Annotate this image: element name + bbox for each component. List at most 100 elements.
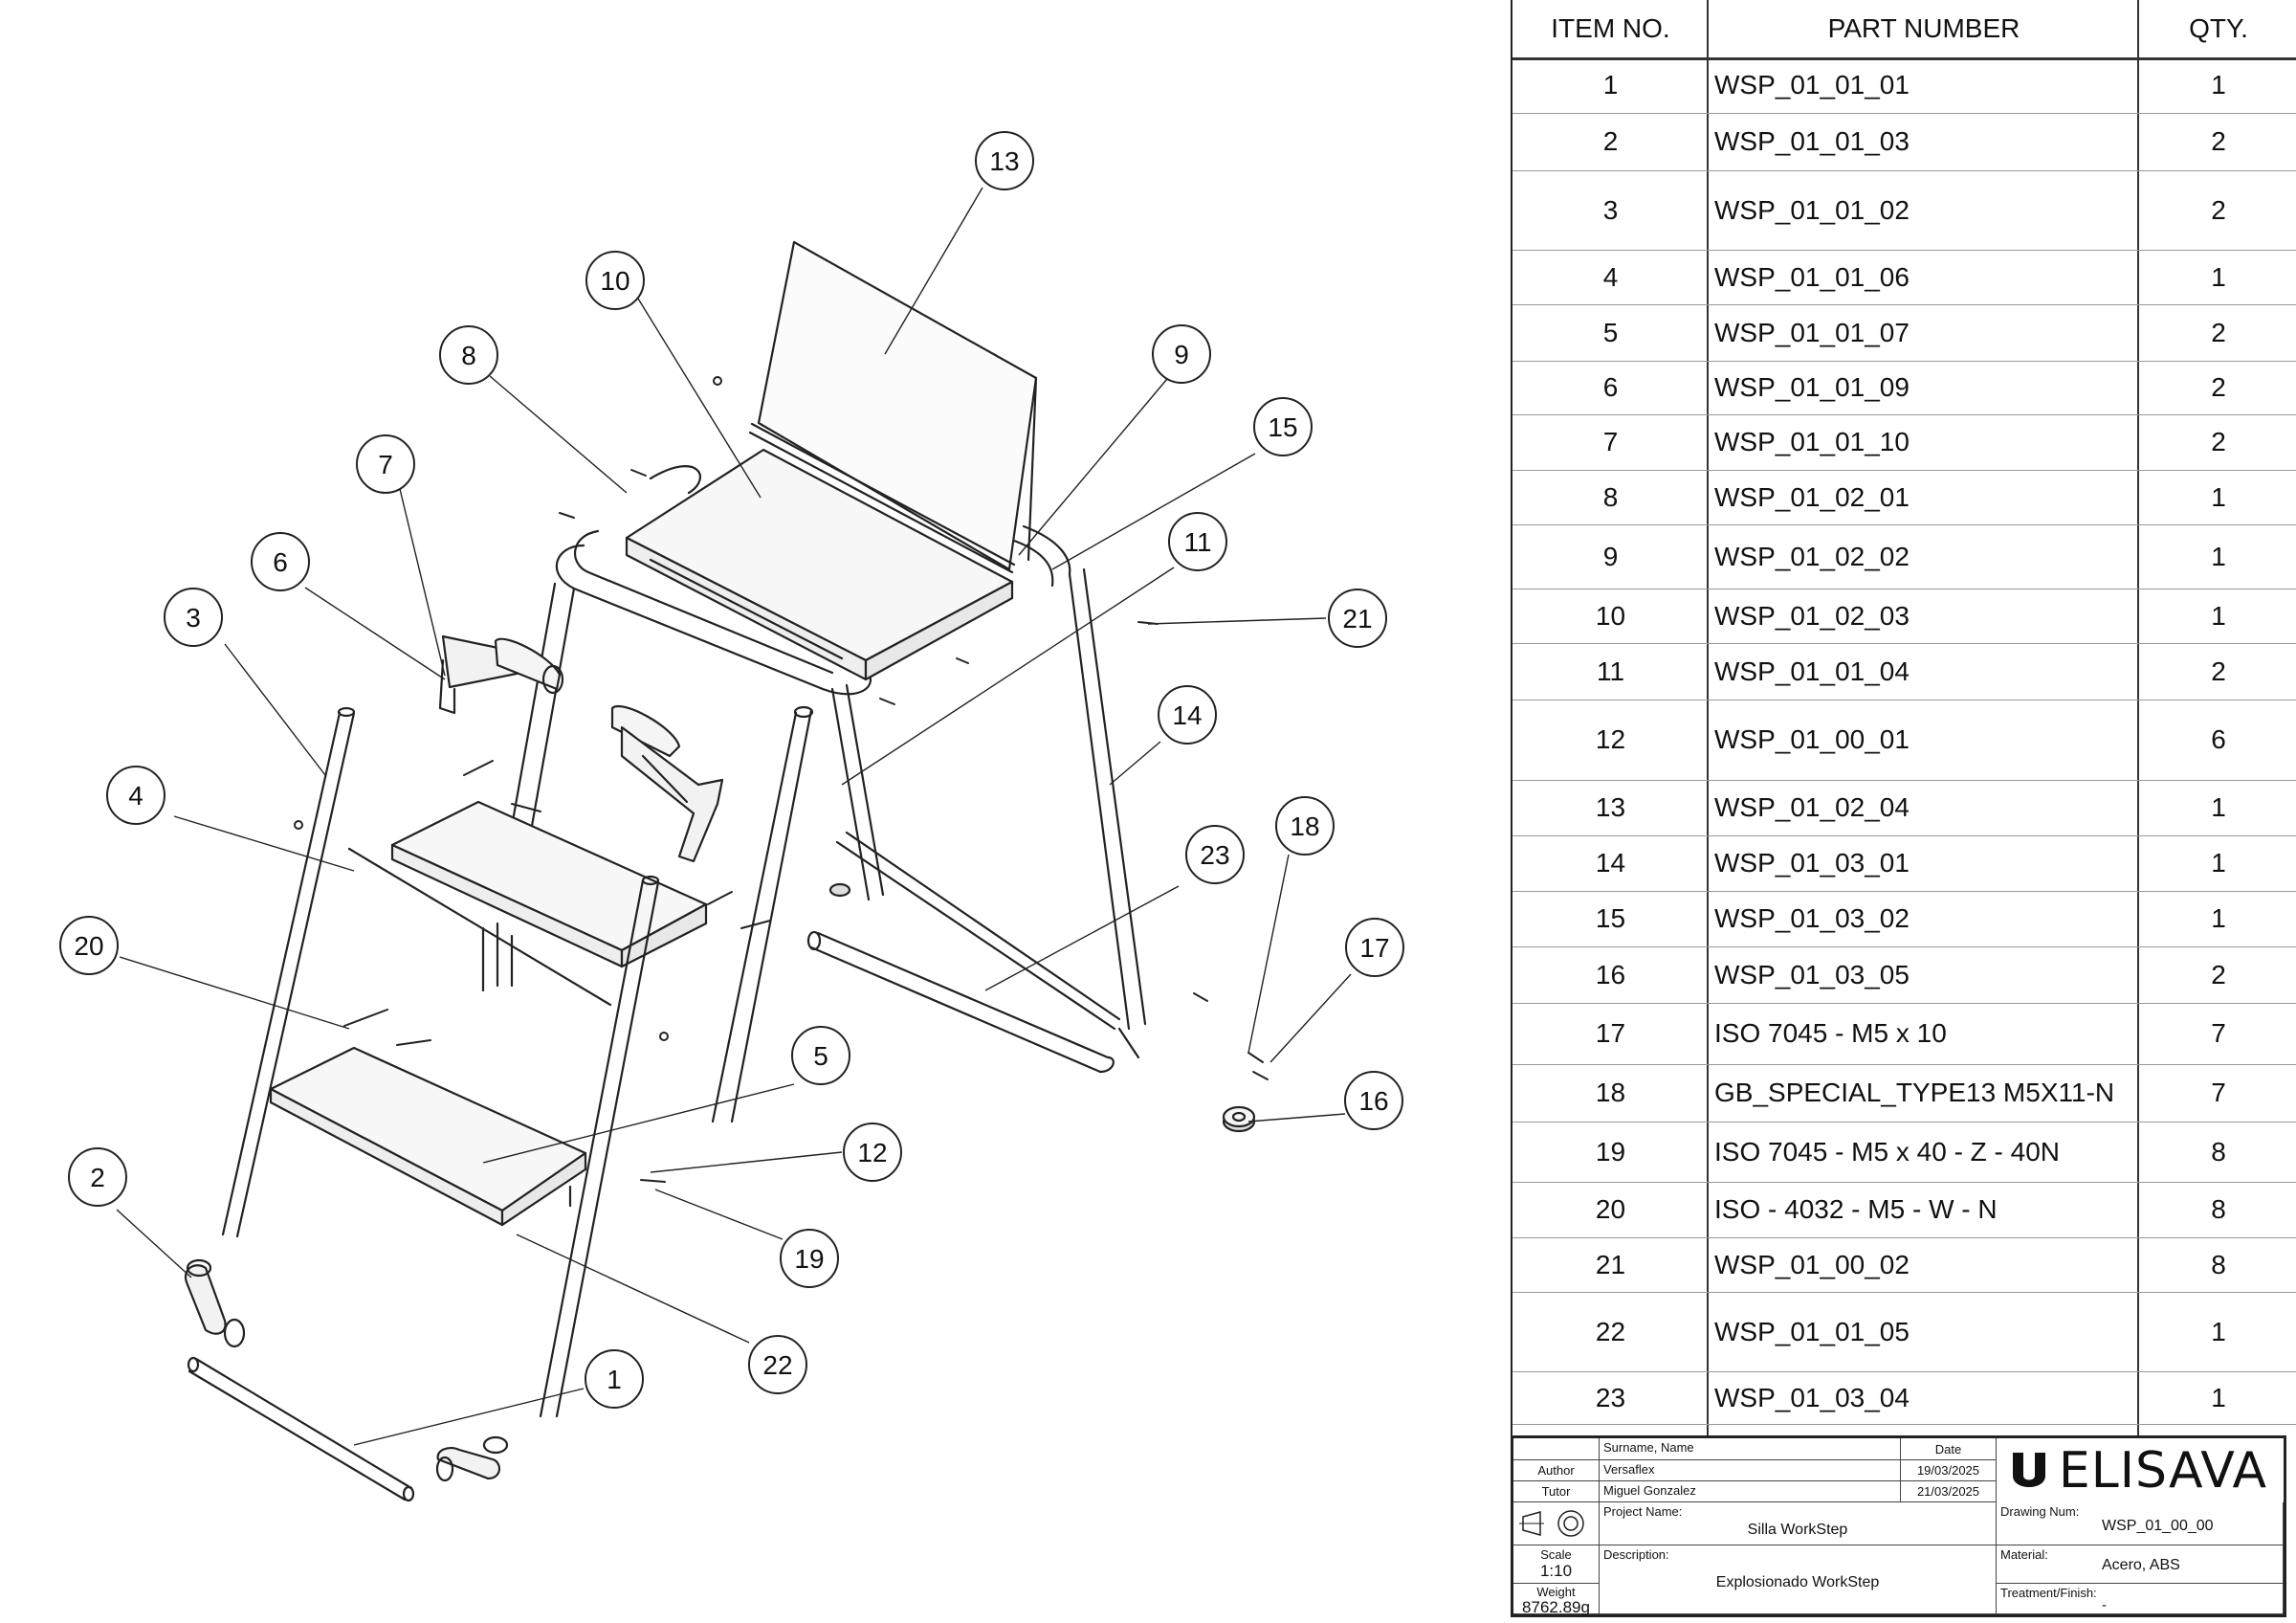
tb-description-cell: Description: Explosionado WorkStep <box>1600 1545 1997 1614</box>
bom-row: 6 WSP_01_01_09 2 <box>1512 361 2296 415</box>
bom-qty: 7 <box>2211 1078 2226 1107</box>
balloon-label: 19 <box>794 1244 824 1274</box>
bom-row: 21 WSP_01_00_02 8 <box>1512 1237 2296 1293</box>
bom-part-number: ISO 7045 - M5 x 40 - Z - 40N <box>1714 1136 2061 1167</box>
bom-part-number: ISO - 4032 - M5 - W - N <box>1714 1194 1998 1224</box>
balloon-label: 5 <box>813 1041 828 1071</box>
bom-qty: 1 <box>2211 903 2226 933</box>
bom-part-number: WSP_01_03_05 <box>1714 959 1910 989</box>
balloon-label: 1 <box>607 1365 622 1394</box>
balloon-label: 22 <box>762 1350 792 1380</box>
bom-qty: 2 <box>2211 656 2226 686</box>
bom-item-no: 21 <box>1595 1249 1626 1279</box>
bom-qty: 1 <box>2211 792 2226 822</box>
bom-item-no: 4 <box>1602 261 1619 292</box>
bom-qty: 8 <box>2211 1249 2226 1279</box>
title-block: Surname, Name Date Author Versaflex 19/0… <box>1511 1435 2286 1617</box>
balloon-circle <box>1158 685 1217 745</box>
tb-author-date: 19/03/2025 <box>1901 1460 1997 1481</box>
tb-project-label: Project Name: <box>1603 1504 1683 1519</box>
balloon-label: 17 <box>1359 933 1389 963</box>
tb-description-label: Description: <box>1603 1547 1669 1562</box>
bom-qty: 1 <box>2211 600 2226 631</box>
part-backrest-panel <box>748 240 1038 574</box>
bom-item-no: 5 <box>1602 317 1619 347</box>
bom-qty: 2 <box>2211 194 2226 225</box>
balloon-circle <box>1345 918 1404 977</box>
bom-item-no: 16 <box>1595 959 1626 989</box>
bom-item-no: 8 <box>1602 481 1619 512</box>
bom-part-number: WSP_01_01_02 <box>1714 194 1910 225</box>
bom-item-no: 2 <box>1602 126 1619 156</box>
tb-date-header: Date <box>1901 1438 1997 1460</box>
balloon-label: 4 <box>128 781 144 811</box>
balloon-label: 23 <box>1200 840 1229 870</box>
bom-item-no: 13 <box>1595 792 1626 822</box>
balloon-circle <box>975 131 1034 190</box>
bom-qty: 1 <box>2211 70 2226 100</box>
balloon-label: 14 <box>1172 700 1202 730</box>
balloon-circle <box>1253 397 1313 456</box>
bom-qty: 2 <box>2211 959 2226 989</box>
bom-item-no: 14 <box>1595 848 1626 878</box>
bom-part-number: ISO 7045 - M5 x 10 <box>1714 1018 1947 1048</box>
balloon-circle <box>780 1229 839 1288</box>
balloon-callout: 6 <box>251 532 310 591</box>
bom-item-no: 6 <box>1602 372 1619 402</box>
bom-part-number: WSP_01_02_03 <box>1714 600 1910 631</box>
projection-symbol-icon <box>1513 1502 1600 1545</box>
balloon-label: 9 <box>1174 340 1189 369</box>
balloon-label: 6 <box>273 547 288 577</box>
tb-weight-value: 8762.89g <box>1522 1598 1590 1616</box>
bom-item-no: 9 <box>1602 541 1619 571</box>
bom-item-no: 23 <box>1595 1382 1626 1412</box>
balloon-circle <box>1185 825 1245 884</box>
elisava-logo-text: ELISAVA <box>2058 1442 2268 1500</box>
bom-column-divider <box>2137 0 2139 1435</box>
bom-qty: 2 <box>2211 372 2226 402</box>
part-lower-step <box>269 1046 587 1227</box>
bom-part-number: WSP_01_02_02 <box>1714 541 1910 571</box>
tb-material-value: Acero, ABS <box>2102 1557 2180 1573</box>
bom-item-no: 17 <box>1595 1018 1626 1048</box>
bom-part-number: WSP_01_01_03 <box>1714 126 1910 156</box>
balloon-label: 21 <box>1342 604 1372 634</box>
balloon-callout: 5 <box>791 1026 850 1085</box>
tb-material-label: Material: <box>2000 1547 2048 1562</box>
bom-qty: 1 <box>2211 541 2226 571</box>
tb-material-cell: Material: Acero, ABS <box>1997 1545 2284 1584</box>
balloon-circle <box>748 1335 807 1394</box>
part-seat <box>625 448 1014 681</box>
balloon-label: 8 <box>461 341 476 370</box>
tb-author-name: Versaflex <box>1600 1460 1901 1481</box>
balloon-circle <box>585 1349 644 1409</box>
bom-part-number: WSP_01_01_05 <box>1714 1316 1910 1346</box>
bom-part-number: WSP_01_00_02 <box>1714 1249 1910 1279</box>
balloon-circle <box>251 532 310 591</box>
balloon-label: 12 <box>857 1138 887 1167</box>
tb-weight-cell: Weight 8762.89g <box>1513 1584 1600 1616</box>
bom-part-number: WSP_01_02_01 <box>1714 481 1910 512</box>
part-cap <box>828 882 1256 1133</box>
balloon-label: 13 <box>989 146 1019 176</box>
balloon-callout: 16 <box>1344 1071 1403 1130</box>
bom-part-number: WSP_01_01_09 <box>1714 372 1910 402</box>
balloon-callout: 9 <box>1152 324 1211 384</box>
tb-tutor-name: Miguel Gonzalez <box>1600 1481 1901 1502</box>
balloon-label: 10 <box>600 266 629 296</box>
balloon-callout: 15 <box>1253 397 1313 456</box>
tb-treatment-value: - <box>2102 1597 2107 1613</box>
balloon-callout: 21 <box>1328 589 1387 648</box>
bom-part-number: WSP_01_00_01 <box>1714 724 1910 754</box>
part-legs <box>500 567 1147 1123</box>
balloon-callout: 4 <box>106 766 166 825</box>
bom-item-no: 3 <box>1602 194 1619 225</box>
